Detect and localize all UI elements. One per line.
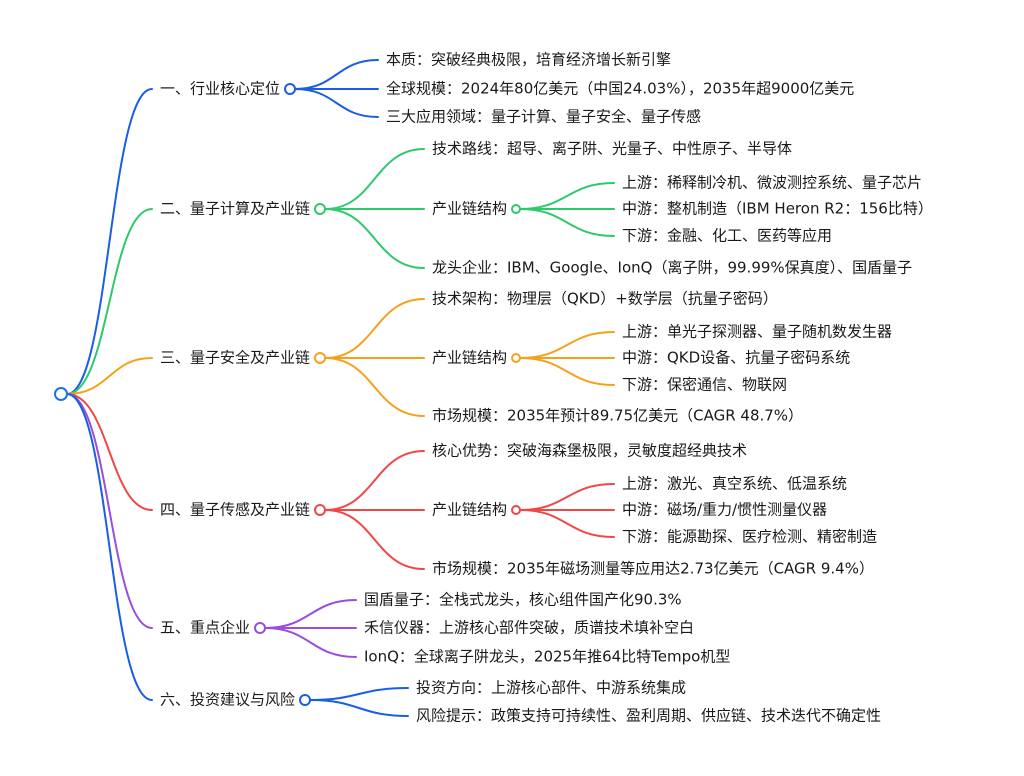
branch-label: 三、量子安全及产业链	[160, 349, 310, 367]
connector-line	[66, 393, 153, 701]
branch-label: 二、量子计算及产业链	[160, 200, 310, 218]
subbranch-node[interactable]	[511, 353, 522, 363]
leaf-label: 技术路线：超导、离子阱、光量子、中性原子、半导体	[432, 140, 792, 158]
connector-line	[294, 88, 379, 118]
leaf-label: 风险提示：政策支持可持续性、盈利周期、供应链、技术迭代不确定性	[416, 707, 881, 725]
leaf-label: 技术架构：物理层（QKD）+数学层（抗量子密码）	[432, 290, 778, 308]
connector-line	[519, 182, 615, 210]
leaf-label: 龙头企业：IBM、Google、IonQ（离子阱，99.99%保真度）、国盾量子	[432, 259, 912, 277]
connector-line	[264, 627, 357, 658]
leaf-label: 上游：稀释制冷机、微波测控系统、量子芯片	[622, 174, 922, 192]
branch-node[interactable]	[314, 203, 327, 215]
subbranch-node[interactable]	[511, 204, 522, 214]
subbranch-node[interactable]	[511, 505, 522, 515]
connector-line	[66, 357, 153, 395]
connector-line	[519, 483, 615, 511]
connector-line	[324, 509, 425, 570]
leaf-label: 下游：能源勘探、医疗检测、精密制造	[622, 528, 877, 546]
leaf-label: 本质：突破经典极限，培育经济增长新引擎	[386, 51, 671, 69]
leaf-label: 市场规模：2035年磁场测量等应用达2.73亿美元（CAGR 9.4%）	[432, 560, 874, 578]
connector-line	[264, 599, 357, 629]
connector-line	[324, 148, 425, 210]
leaf-label: 上游：单光子探测器、量子随机数发生器	[622, 323, 892, 341]
leaf-label: 上游：激光、真空系统、低温系统	[622, 475, 847, 493]
connector-line	[324, 298, 425, 359]
leaf-label: IonQ：全球离子阱龙头，2025年推64比特Tempo机型	[364, 648, 730, 666]
subbranch-label: 产业链结构	[432, 501, 507, 519]
connector-line	[309, 699, 409, 717]
leaf-label: 下游：保密通信、物联网	[622, 376, 787, 394]
branch-label: 五、重点企业	[160, 619, 250, 637]
connector-line	[324, 357, 425, 417]
connector-line	[519, 208, 615, 237]
branch-node[interactable]	[284, 83, 297, 95]
connector-line	[519, 331, 615, 359]
leaf-label: 市场规模：2035年预计89.75亿美元（CAGR 48.7%）	[432, 407, 803, 425]
branch-label: 六、投资建议与风险	[160, 691, 295, 709]
leaf-label: 三大应用领域：量子计算、量子安全、量子传感	[386, 108, 701, 126]
connector-line	[66, 88, 153, 395]
connector-line	[66, 393, 153, 629]
node-layer: 一、行业核心定位 本质：突破经典极限，培育经济增长新引擎全球规模：2024年80亿…	[54, 51, 933, 725]
connector-line	[66, 393, 153, 511]
connector-line	[294, 59, 379, 90]
connector-line	[519, 509, 615, 538]
branch-label: 一、行业核心定位	[160, 80, 280, 98]
leaf-label: 全球规模：2024年80亿美元（中国24.03%），2035年超9000亿美元	[386, 80, 854, 98]
subbranch-label: 产业链结构	[432, 200, 507, 218]
leaf-label: 下游：金融、化工、医药等应用	[622, 227, 832, 245]
leaf-label: 国盾量子：全栈式龙头，核心组件国产化90.3%	[364, 591, 682, 609]
branch-node[interactable]	[314, 504, 327, 516]
connector-lines	[66, 59, 615, 717]
leaf-label: 中游：QKD设备、抗量子密码系统	[622, 349, 850, 367]
connector-line	[309, 687, 409, 701]
leaf-label: 投资方向：上游核心部件、中游系统集成	[416, 679, 686, 697]
root-node[interactable]	[54, 387, 68, 401]
leaf-label: 中游：整机制造（IBM Heron R2：156比特）	[622, 200, 933, 218]
branch-label: 四、量子传感及产业链	[160, 501, 310, 519]
connector-line	[324, 208, 425, 269]
connector-line	[66, 208, 153, 395]
connector-line	[519, 357, 615, 386]
leaf-label: 核心优势：突破海森堡极限，灵敏度超经典技术	[432, 442, 747, 460]
connector-line	[324, 450, 425, 511]
leaf-label: 中游：磁场/重力/惯性测量仪器	[622, 501, 827, 519]
branch-node[interactable]	[314, 352, 327, 364]
branch-node[interactable]	[254, 622, 267, 634]
subbranch-label: 产业链结构	[432, 349, 507, 367]
leaf-label: 禾信仪器：上游核心部件突破，质谱技术填补空白	[364, 619, 694, 637]
branch-node[interactable]	[299, 694, 312, 706]
